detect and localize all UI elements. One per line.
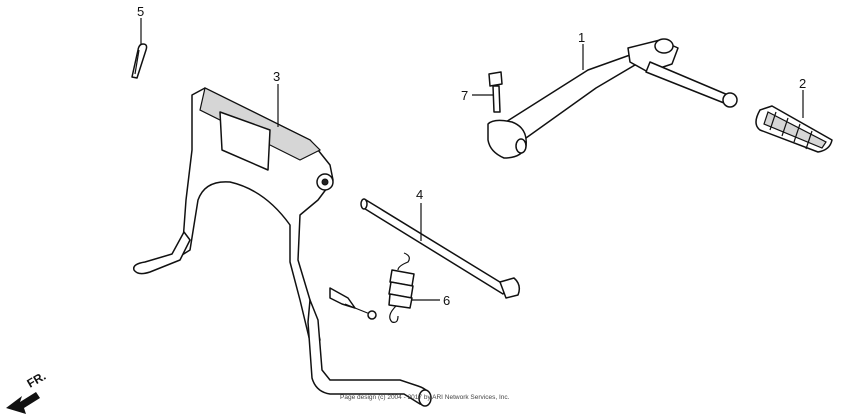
stand-shaft-part[interactable]: [360, 198, 521, 299]
callout-3[interactable]: 3: [273, 69, 280, 84]
stand-spring-part[interactable]: [388, 252, 415, 323]
bolt-part[interactable]: [488, 71, 503, 113]
callout-4[interactable]: 4: [416, 187, 423, 202]
callout-2[interactable]: 2: [799, 76, 806, 91]
callout-5[interactable]: 5: [137, 4, 144, 19]
callout-6[interactable]: 6: [443, 293, 450, 308]
kick-arm-part[interactable]: [487, 38, 738, 159]
direction-label: FR.: [25, 369, 49, 391]
kick-rubber-part[interactable]: [755, 105, 833, 153]
callout-1[interactable]: 1: [578, 30, 585, 45]
cotter-pin-part[interactable]: [131, 43, 148, 79]
main-stand-part[interactable]: [132, 87, 432, 407]
copyright-text: Page design (c) 2004 - 2017 by ARI Netwo…: [340, 394, 510, 401]
callout-7[interactable]: 7: [461, 88, 468, 103]
front-direction-arrow-icon: [6, 392, 40, 414]
